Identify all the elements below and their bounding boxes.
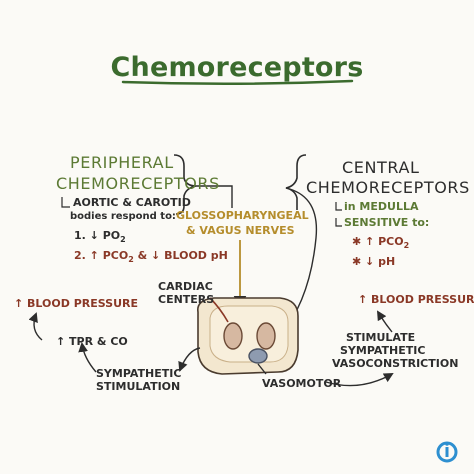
peripheral-heading-line2: CHEMORECEPTORS xyxy=(56,174,220,193)
peripheral-respond-label: bodies respond to: xyxy=(70,211,176,222)
peripheral-to-nerves-line xyxy=(196,185,233,208)
central-heading-line2: CHEMORECEPTORS xyxy=(306,178,470,197)
cardiac-pointer-line xyxy=(209,297,229,323)
vasoconstriction-to-bp-arrow xyxy=(376,310,393,333)
left-blood-pressure-label: ↑ BLOOD PRESSURE xyxy=(14,297,139,310)
sympathetic-to-tpr-arrow xyxy=(78,342,97,373)
brand-logo-icon xyxy=(436,441,458,463)
title-underline xyxy=(121,79,354,86)
central-medulla-label: in MEDULLA xyxy=(344,200,419,213)
sympathetic-stimulation-line2: STIMULATION xyxy=(96,380,181,393)
vasomotor-pointer-line xyxy=(257,363,267,375)
peripheral-bodies-label: AORTIC & CAROTID xyxy=(73,196,191,209)
cardiac-centers-line2: CENTERS xyxy=(158,293,215,306)
peripheral-item-po2: 1. ↓ PO2 xyxy=(74,229,126,245)
central-bracket xyxy=(285,154,307,210)
vasomotor-to-vasoconstriction-arrow xyxy=(325,373,394,387)
cardiac-centers-line1: CARDIAC xyxy=(158,280,213,293)
central-item-pco2: ✱ ↑ PCO2 xyxy=(352,235,410,251)
medulla-illustration xyxy=(197,297,299,375)
stimulate-line1: STIMULATE xyxy=(346,331,416,344)
sympathetic-stimulation-line1: SYMPATHETIC xyxy=(96,367,182,380)
vasomotor-label: VASOMOTOR xyxy=(262,377,342,390)
central-heading-line1: CENTRAL xyxy=(342,158,420,177)
tpr-to-bp-arrow xyxy=(28,312,43,341)
nerves-label-line1: GLOSSOPHARYNGEAL xyxy=(176,209,309,222)
central-item-ph: ✱ ↓ pH xyxy=(352,255,396,268)
page-title: Chemoreceptors xyxy=(110,52,364,83)
stimulate-line2: SYMPATHETIC xyxy=(340,344,426,357)
left-medulla-to-sympathetic-arrow xyxy=(178,347,201,372)
right-blood-pressure-label: ↑ BLOOD PRESSURE xyxy=(358,293,474,306)
tpr-co-label: ↑ TPR & CO xyxy=(56,335,128,348)
nerves-label-line2: & VAGUS NERVES xyxy=(186,224,295,237)
stimulate-line3: VASOCONSTRICTION xyxy=(332,357,459,370)
peripheral-item-pco2-ph: 2. ↑ PCO2 & ↓ BLOOD pH xyxy=(74,249,228,265)
central-sensitive-label: SENSITIVE to: xyxy=(344,216,430,229)
peripheral-heading-line1: PERIPHERAL xyxy=(70,153,174,172)
